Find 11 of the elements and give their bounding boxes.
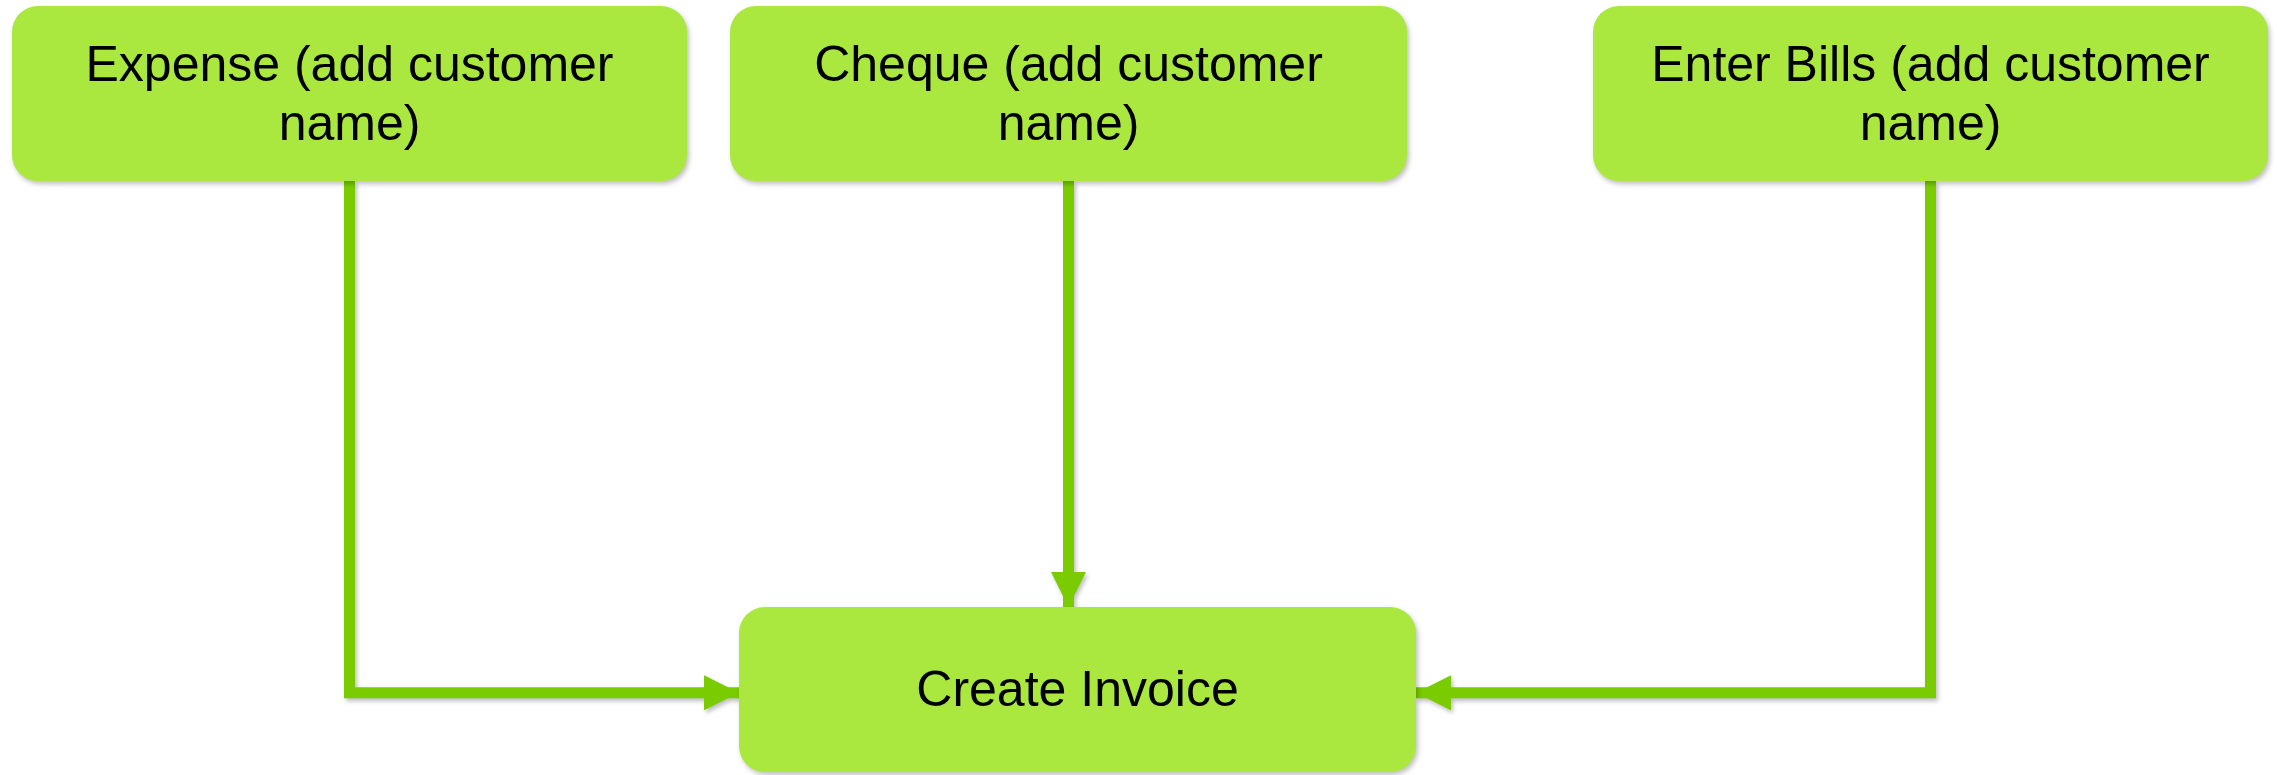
box-label: Cheque (add customer name) [813,35,1324,152]
box-label: Enter Bills (add customer name) [1650,35,2211,152]
process-box [12,6,687,181]
box-label: Expense (add customer name) [84,35,615,152]
arrow [1050,181,1087,607]
arrow [1416,181,1936,711]
process-box [730,6,1407,181]
box-label: Create Invoice [915,660,1240,719]
process-box [739,607,1416,772]
process-box [1593,6,2268,181]
arrow [344,181,739,711]
